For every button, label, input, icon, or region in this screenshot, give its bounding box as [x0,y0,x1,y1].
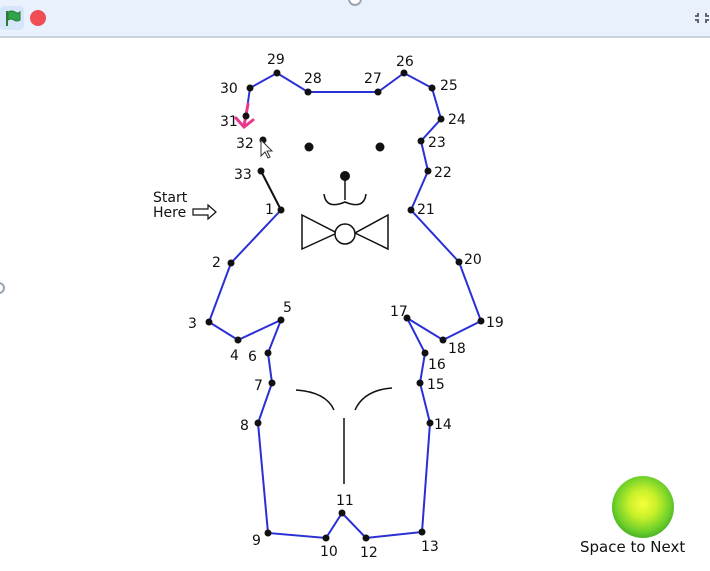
dot-label-17: 17 [390,304,408,320]
dot-20 [455,258,463,266]
dot-19 [477,317,485,325]
dot-11 [338,509,346,517]
dot-9 [264,529,272,537]
dot-label-3: 3 [188,316,197,332]
here-label: Here [153,205,186,221]
fullscreen-icon [695,13,709,23]
dot-label-25: 25 [440,78,458,94]
stop-button[interactable] [30,10,46,26]
flag-icon [6,10,21,26]
next-label: Space to Next [580,538,686,556]
green-flag-button[interactable] [0,6,24,30]
dot-label-10: 10 [320,544,338,560]
dot-label-19: 19 [486,315,504,331]
dot-label-20: 20 [464,252,482,268]
right-eye [375,142,385,152]
dot-label-31: 31 [220,114,238,130]
dot-8 [254,419,262,427]
dot-3 [205,318,213,326]
bow-tie [301,213,389,251]
dot-22 [424,167,432,175]
dot-label-28: 28 [304,71,322,87]
left-leg-curve [295,389,335,411]
dot-31 [242,112,250,120]
dot-label-27: 27 [364,71,382,87]
dot-10 [322,534,330,542]
dot-label-11: 11 [336,493,354,509]
dot-label-22: 22 [434,165,452,181]
dot-label-16: 16 [428,357,446,373]
dot-label-24: 24 [448,112,466,128]
dot-label-32: 32 [236,136,254,152]
dot-label-33: 33 [234,167,252,183]
mouse-cursor-icon [260,138,274,159]
dot-26 [400,69,408,77]
dot-2 [227,259,235,267]
start-label: Start [153,190,188,206]
dot-label-5: 5 [283,300,292,316]
dot-29 [273,69,281,77]
dot-14 [426,419,434,427]
left-eye [304,142,314,152]
dot-label-6: 6 [248,349,257,365]
dot-label-23: 23 [428,135,446,151]
resize-handle-top[interactable] [348,0,362,6]
dot-16 [421,349,429,357]
dot-label-4: 4 [230,348,239,364]
dot-24 [437,115,445,123]
dot-12 [362,534,370,542]
dot-label-2: 2 [212,255,221,271]
dot-label-30: 30 [220,81,238,97]
dot-15 [416,379,424,387]
start-arrow-icon [192,203,217,221]
dot-27 [374,88,382,96]
dot-label-12: 12 [360,545,378,561]
dot-label-21: 21 [417,202,435,218]
nose [340,171,350,181]
dot-label-13: 13 [421,539,439,555]
dot-label-8: 8 [240,418,249,434]
dot-7 [268,379,276,387]
dot-33 [257,167,265,175]
next-button[interactable] [612,476,674,538]
dot-label-9: 9 [252,533,261,549]
dot-4 [234,336,242,344]
dot-6 [264,349,272,357]
bow-tie-knot [334,223,356,245]
fullscreen-button[interactable] [694,10,710,26]
stage-toolbar [0,0,710,38]
mouth [323,180,367,206]
dot-23 [417,137,425,145]
dot-label-7: 7 [254,378,263,394]
dot-21 [407,206,415,214]
dot-label-15: 15 [427,377,445,393]
dot-25 [428,84,436,92]
dots-group [205,69,485,542]
dot-17 [403,314,411,322]
dot-5 [277,316,285,324]
dot-18 [439,336,447,344]
dot-label-18: 18 [448,341,466,357]
dot-30 [246,84,254,92]
dot-label-14: 14 [434,417,452,433]
line-33-to-1 [260,170,282,211]
dot-1 [277,206,285,214]
dot-28 [304,88,312,96]
dot-13 [418,528,426,536]
dot-label-29: 29 [267,52,285,68]
right-leg-curve [354,387,393,411]
dot-label-1: 1 [265,202,274,218]
dot-label-26: 26 [396,54,414,70]
